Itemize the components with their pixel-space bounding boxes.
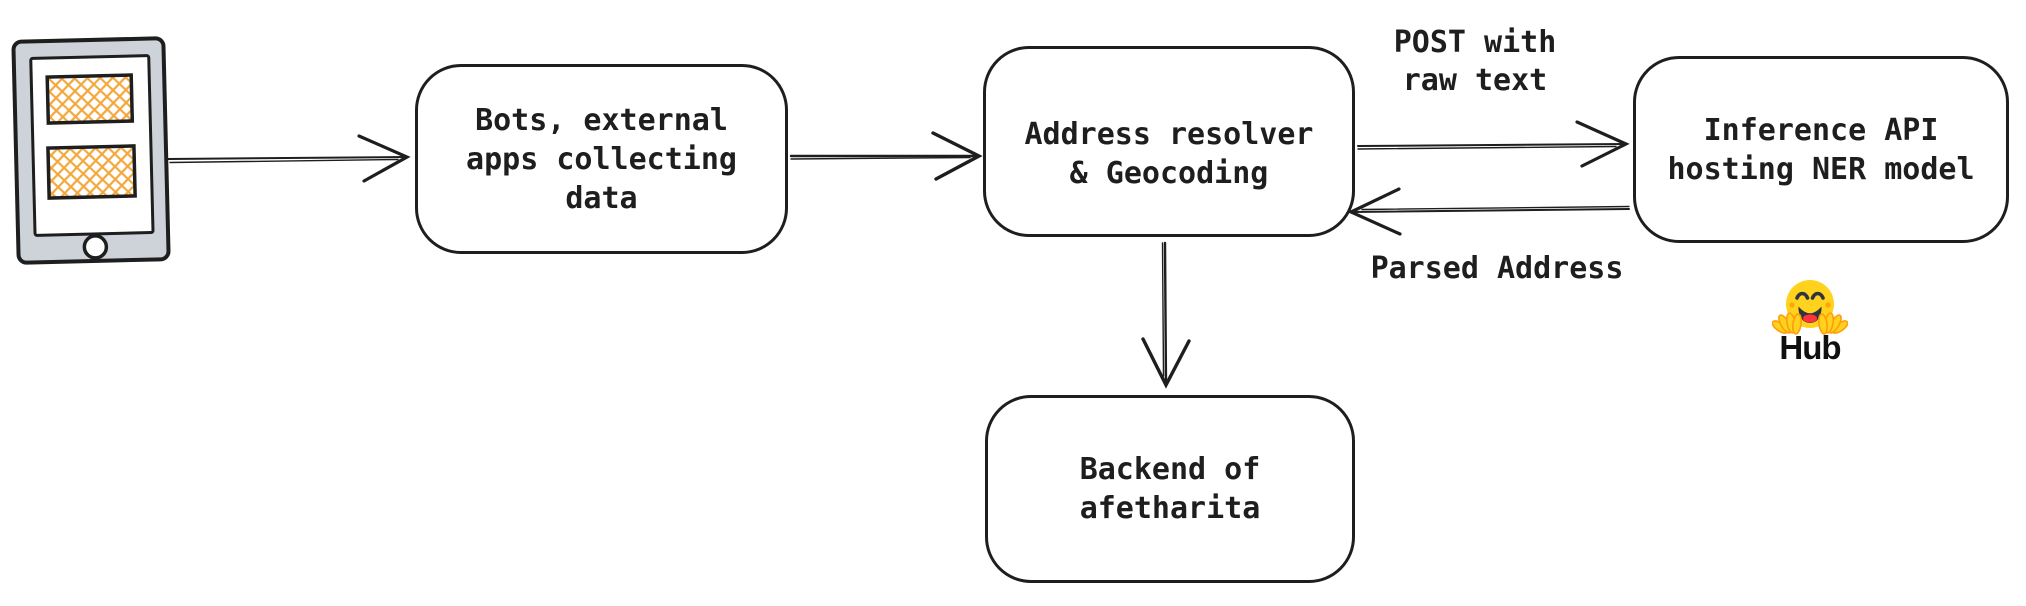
edge-label-post-line: raw text	[1402, 63, 1548, 98]
node-backend-line: Backend of	[1079, 452, 1261, 487]
node-inference-api-line: hosting NER model	[1667, 151, 1975, 187]
hf-right-hand	[1818, 312, 1848, 335]
arrow-resolver-to-inference	[1357, 120, 1630, 168]
node-backend: Backend of afetharita	[985, 395, 1355, 583]
node-inference-api-line: Inference API	[1703, 112, 1939, 148]
screen-block-bottom	[46, 144, 137, 200]
arrow-inference-to-resolver	[1347, 187, 1630, 236]
hf-tongue	[1803, 314, 1817, 323]
hf-right-eye	[1810, 291, 1825, 300]
hugging-face-icon	[1772, 280, 1848, 335]
screen-block-top	[45, 73, 135, 125]
device-body	[11, 36, 171, 265]
edge-label-post-raw-text: POST with raw text	[1355, 24, 1595, 100]
edge-label-parsed-address: Parsed Address	[1370, 251, 1624, 286]
hf-left-blush	[1789, 302, 1795, 308]
hf-left-hand	[1772, 312, 1802, 335]
node-backend-line: afetharita	[1079, 491, 1261, 526]
hf-left-eye	[1795, 291, 1810, 300]
node-address-resolver-line: & Geocoding	[1069, 155, 1269, 191]
node-address-resolver: Address resolver & Geocoding	[983, 46, 1355, 237]
node-bots-line: apps collecting	[466, 141, 737, 177]
arrow-device-to-bots	[167, 134, 411, 183]
node-bots-line: Bots, external	[475, 102, 728, 138]
arrow-bots-to-resolver	[789, 131, 983, 181]
hub-label: Hub	[1779, 329, 1841, 366]
hf-right-blush	[1825, 302, 1831, 308]
edge-label-post-line: POST with	[1393, 25, 1557, 60]
hf-hands	[1772, 312, 1848, 335]
node-bots-line: data	[565, 180, 638, 216]
device-home-button	[82, 234, 109, 260]
node-inference-api: Inference API hosting NER model	[1633, 56, 2009, 243]
mobile-device-icon	[11, 36, 171, 265]
node-address-resolver-line: Address resolver	[1024, 116, 1314, 152]
arrow-resolver-to-backend	[1141, 241, 1191, 389]
device-screen	[29, 54, 155, 237]
node-bots: Bots, external apps collecting data	[415, 64, 788, 254]
